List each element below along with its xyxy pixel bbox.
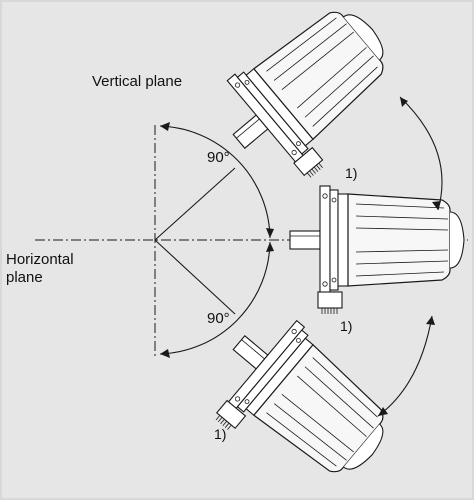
- footnote-bottom: 1): [214, 426, 226, 442]
- double-arrow-icon: [377, 315, 435, 417]
- vertical-plane-label: Vertical plane: [92, 73, 182, 90]
- double-arrow-icon: [399, 96, 443, 211]
- footnote-top: 1): [345, 165, 357, 181]
- footnote-middle: 1): [340, 318, 352, 334]
- lower-angle-label: 90°: [207, 310, 230, 327]
- upper-angle-label: 90°: [207, 149, 230, 166]
- lower-angle-arc: [159, 241, 271, 355]
- horizontal-plane-label-line2: plane: [6, 269, 43, 286]
- upper-angle-arc: [159, 125, 271, 239]
- horizontal-plane-label-line1: Horizontal: [6, 251, 74, 268]
